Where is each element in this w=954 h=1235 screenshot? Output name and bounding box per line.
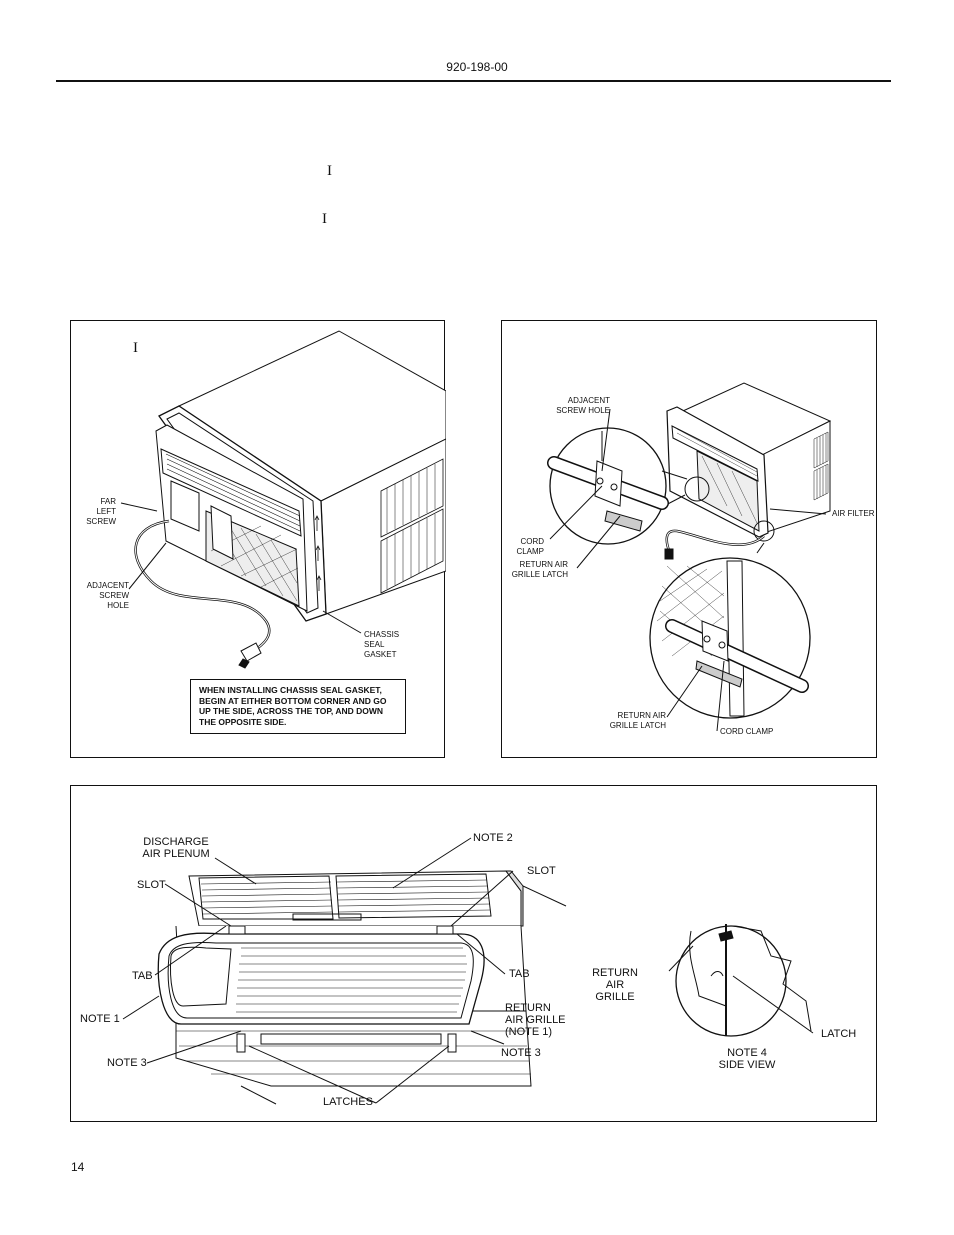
grille-installation-illustration xyxy=(122,837,814,1105)
label-latches: LATCHES xyxy=(323,1096,373,1108)
figure-return-air-grille-latch: ADJACENT SCREW HOLE CORD CLAMP RETURN AI… xyxy=(501,320,877,758)
label-tab: TAB xyxy=(509,968,530,980)
label-return-air-grille: RETURN AIR GRILLE xyxy=(592,967,638,1003)
label-note-1: NOTE 1 xyxy=(80,1013,120,1025)
label-adjacent-screw-hole: ADJACENT SCREW HOLE xyxy=(556,396,610,415)
label-slot: SLOT xyxy=(137,879,166,891)
gasket-installation-note: WHEN INSTALLING CHASSIS SEAL GASKET, BEG… xyxy=(190,679,406,734)
label-note-4-side-view: NOTE 4 SIDE VIEW xyxy=(718,1047,776,1071)
stray-glyph: I xyxy=(327,163,332,179)
label-far-left-screw: FAR LEFT SCREW xyxy=(86,497,116,526)
label-discharge-air-plenum: DISCHARGE AIR PLENUM xyxy=(142,836,210,860)
header-rule xyxy=(56,80,891,82)
stray-glyph: I xyxy=(322,211,327,227)
label-note-3: NOTE 3 xyxy=(501,1047,541,1059)
label-cord-clamp: CORD CLAMP xyxy=(720,727,774,736)
label-return-air-grille-latch: RETURN AIR GRILLE LATCH xyxy=(511,560,568,579)
stray-glyph: I xyxy=(133,340,138,356)
label-latch: LATCH xyxy=(821,1028,857,1040)
label-return-air-grille-note-1: RETURN AIR GRILLE (NOTE 1) xyxy=(505,1002,566,1038)
label-adjacent-screw-hole: ADJACENT SCREW HOLE xyxy=(86,581,129,610)
label-note-2: NOTE 2 xyxy=(473,832,513,844)
label-cord-clamp: CORD CLAMP xyxy=(516,537,544,556)
label-return-air-grille-latch: RETURN AIR GRILLE LATCH xyxy=(609,711,666,730)
label-tab: TAB xyxy=(132,970,153,982)
label-chassis-seal-gasket: CHASSIS SEAL GASKET xyxy=(364,630,400,659)
figure-chassis-seal-gasket: I xyxy=(70,320,446,758)
label-note-3: NOTE 3 xyxy=(107,1057,147,1069)
label-air-filter: AIR FILTER xyxy=(832,509,875,518)
document-number: 920-198-00 xyxy=(446,60,508,74)
latch-detail-illustration xyxy=(547,382,832,732)
figure-return-air-grille-installation: DISCHARGE AIR PLENUM NOTE 2 SLOT SLOT TA… xyxy=(70,785,877,1122)
page-number: 14 xyxy=(71,1160,85,1174)
label-slot: SLOT xyxy=(527,865,556,877)
air-conditioner-chassis-illustration xyxy=(120,330,446,669)
